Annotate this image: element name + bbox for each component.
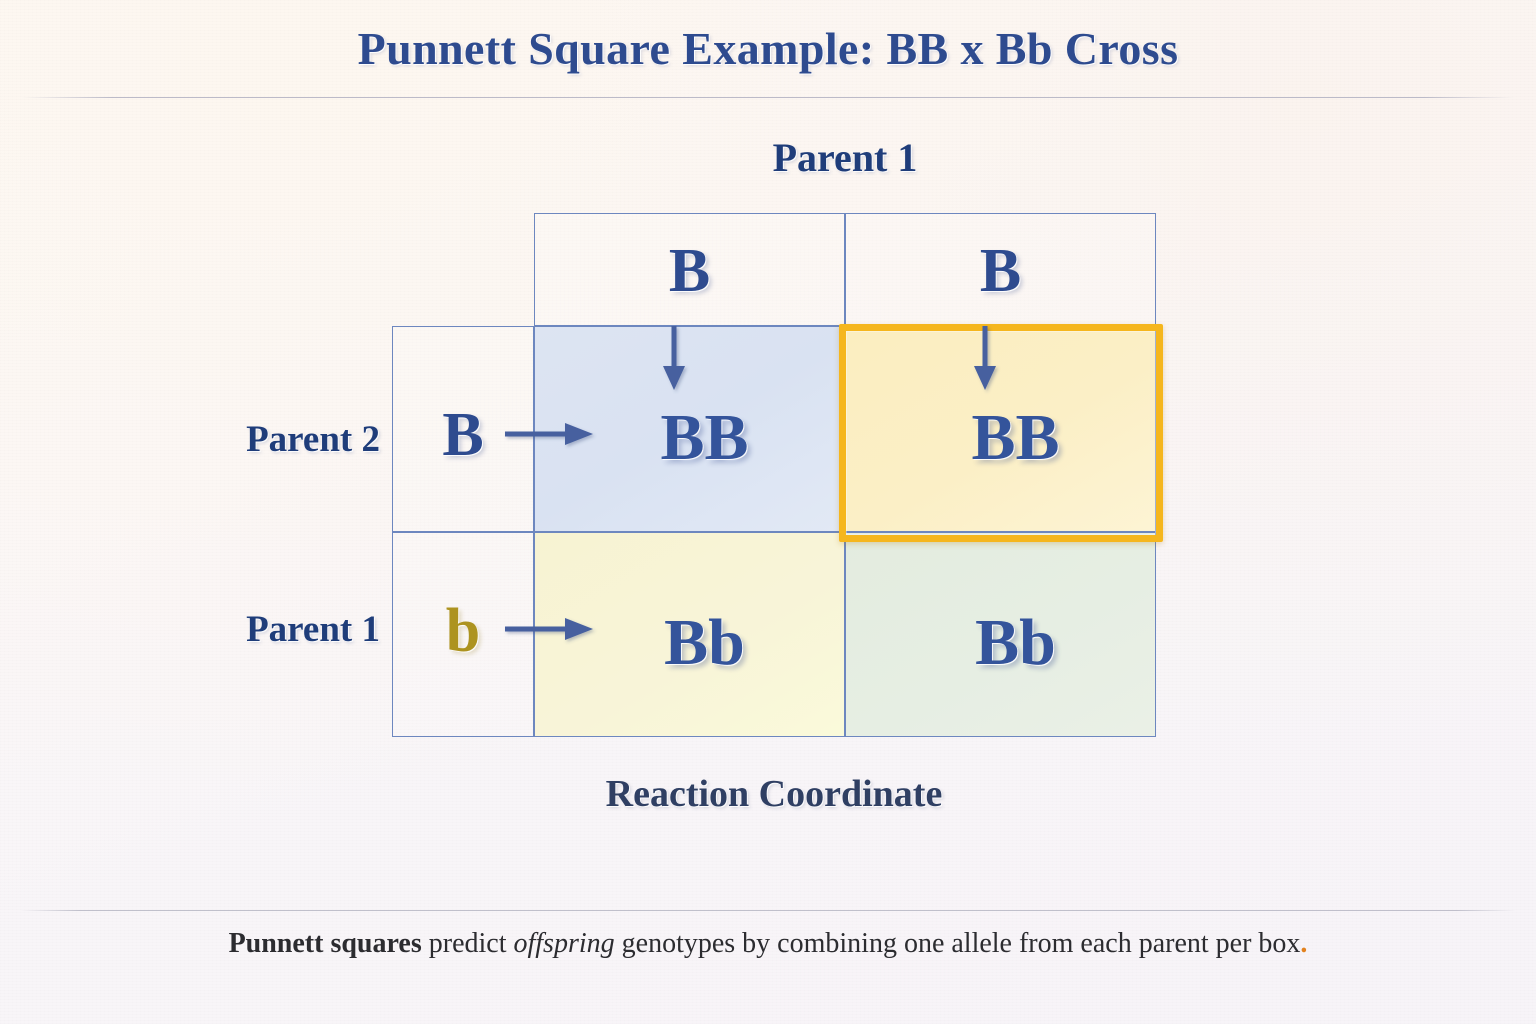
allele-column-1: B [979, 237, 1022, 305]
genotype-0-0: BB [660, 401, 749, 474]
allele-column-0: B [668, 237, 711, 305]
label-cell-row-1 [392, 532, 534, 737]
genotype-1-1: Bb [975, 606, 1056, 679]
row-label-1: Parent 1 [246, 609, 380, 650]
footer-lead: Punnett squares [228, 928, 422, 959]
axis-label: Reaction Coordinate [605, 773, 943, 815]
footer-divider [20, 910, 1516, 911]
punnett-cell-1-1[interactable] [845, 532, 1156, 737]
footer-caption: Punnett squares predict offspring genoty… [0, 928, 1536, 960]
title-divider [22, 97, 1514, 98]
allele-row-1: b [445, 597, 481, 665]
header-cell-col-0 [534, 213, 845, 326]
footer-period: . [1300, 928, 1308, 959]
page-title: Punnett Square Example: BB x Bb Cross [357, 23, 1179, 74]
footer-italic: offspring [513, 928, 615, 959]
genotype-1-0: Bb [664, 606, 745, 679]
footer-mid2: genotypes by combining one allele from e… [614, 928, 1301, 959]
column-header-label: Parent 1 [772, 135, 918, 180]
genotype-0-1: BB [971, 401, 1060, 474]
allele-row-0: B [442, 401, 484, 469]
label-cell-row-0 [392, 326, 534, 532]
row-label-0: Parent 2 [246, 419, 380, 460]
footer-mid1: predict [421, 928, 514, 959]
